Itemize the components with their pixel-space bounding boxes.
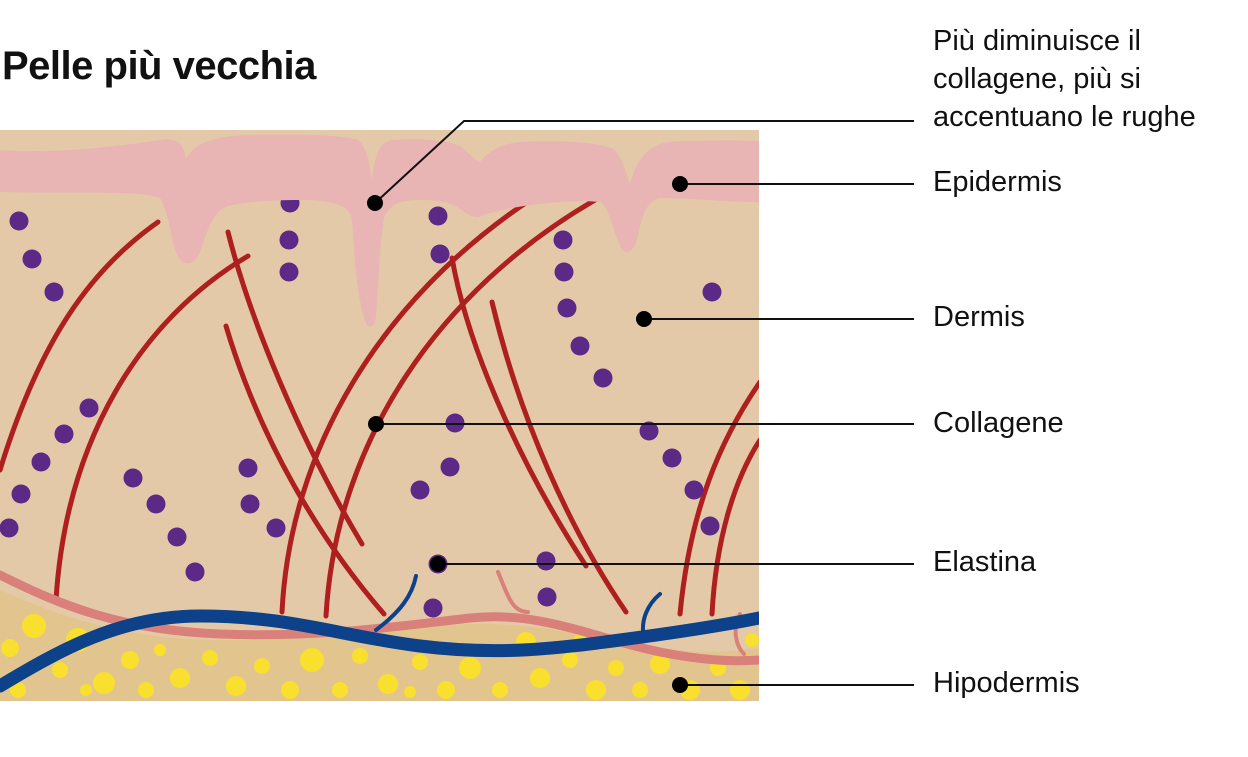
collagen-fibers	[0, 197, 759, 619]
label-elastina: Elastina	[933, 546, 1037, 578]
fat-globules	[1, 614, 759, 700]
leader-dots	[367, 176, 688, 693]
vessel-branches	[374, 574, 662, 640]
leader-lines	[374, 120, 914, 686]
leader-note	[374, 120, 914, 204]
elastin-band	[0, 570, 759, 666]
label-dermis: Dermis	[933, 301, 1025, 333]
label-collagene: Collagene	[933, 407, 1064, 439]
label-wrinkle-note: Più diminuisce il collagene, più si acce…	[933, 25, 1196, 133]
dermal-cells	[0, 193, 722, 618]
epidermis-layer	[0, 134, 759, 327]
blood-vessel	[0, 609, 759, 693]
label-epidermis: Epidermis	[933, 166, 1062, 198]
page-title: Pelle più vecchia	[2, 44, 316, 88]
label-hipodermis: Hipodermis	[933, 667, 1080, 699]
